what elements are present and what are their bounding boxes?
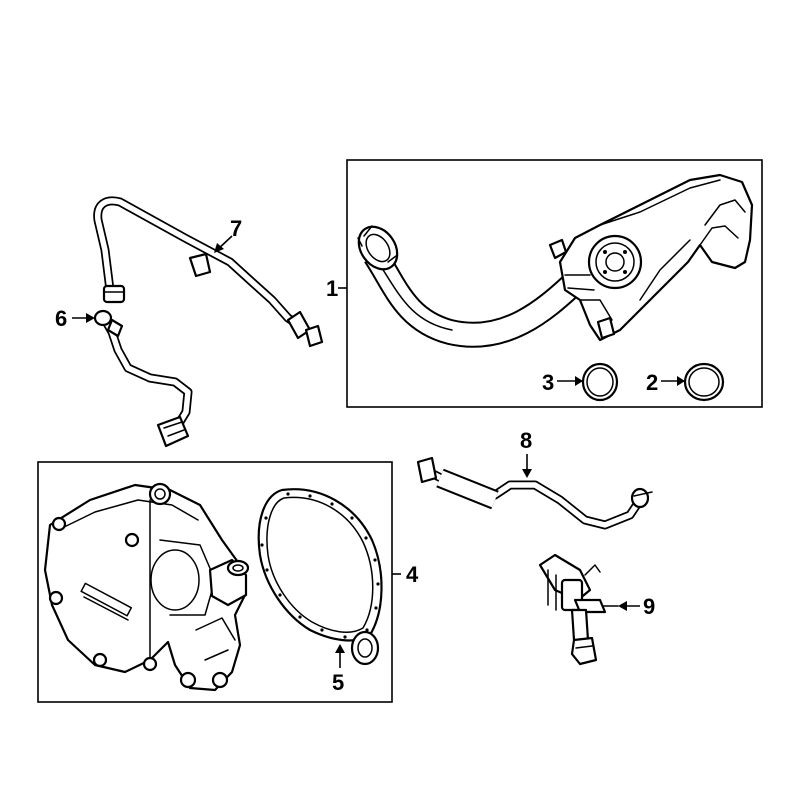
callout-6: 6 bbox=[55, 306, 67, 331]
o-ring-2 bbox=[683, 362, 725, 402]
callout-2: 2 bbox=[646, 370, 658, 395]
group-box-4 bbox=[37, 461, 393, 703]
o-ring-3 bbox=[581, 362, 619, 402]
callout-8: 8 bbox=[520, 428, 532, 453]
separator-housing bbox=[548, 173, 754, 342]
intake-hose bbox=[357, 225, 584, 348]
group-box-1 bbox=[346, 159, 763, 408]
vacuum-line-6 bbox=[93, 309, 193, 448]
vacuum-pump bbox=[43, 482, 250, 692]
vacuum-hose-7 bbox=[93, 196, 324, 348]
gasket-5 bbox=[257, 488, 383, 666]
callout-3: 3 bbox=[542, 370, 554, 395]
fitting-9 bbox=[538, 553, 619, 666]
callout-1: 1 bbox=[326, 276, 338, 301]
callout-5: 5 bbox=[332, 670, 344, 695]
callout-7: 7 bbox=[230, 216, 242, 241]
callout-4: 4 bbox=[406, 562, 419, 587]
vacuum-pipe-8 bbox=[416, 456, 653, 530]
callout-9: 9 bbox=[643, 594, 655, 619]
